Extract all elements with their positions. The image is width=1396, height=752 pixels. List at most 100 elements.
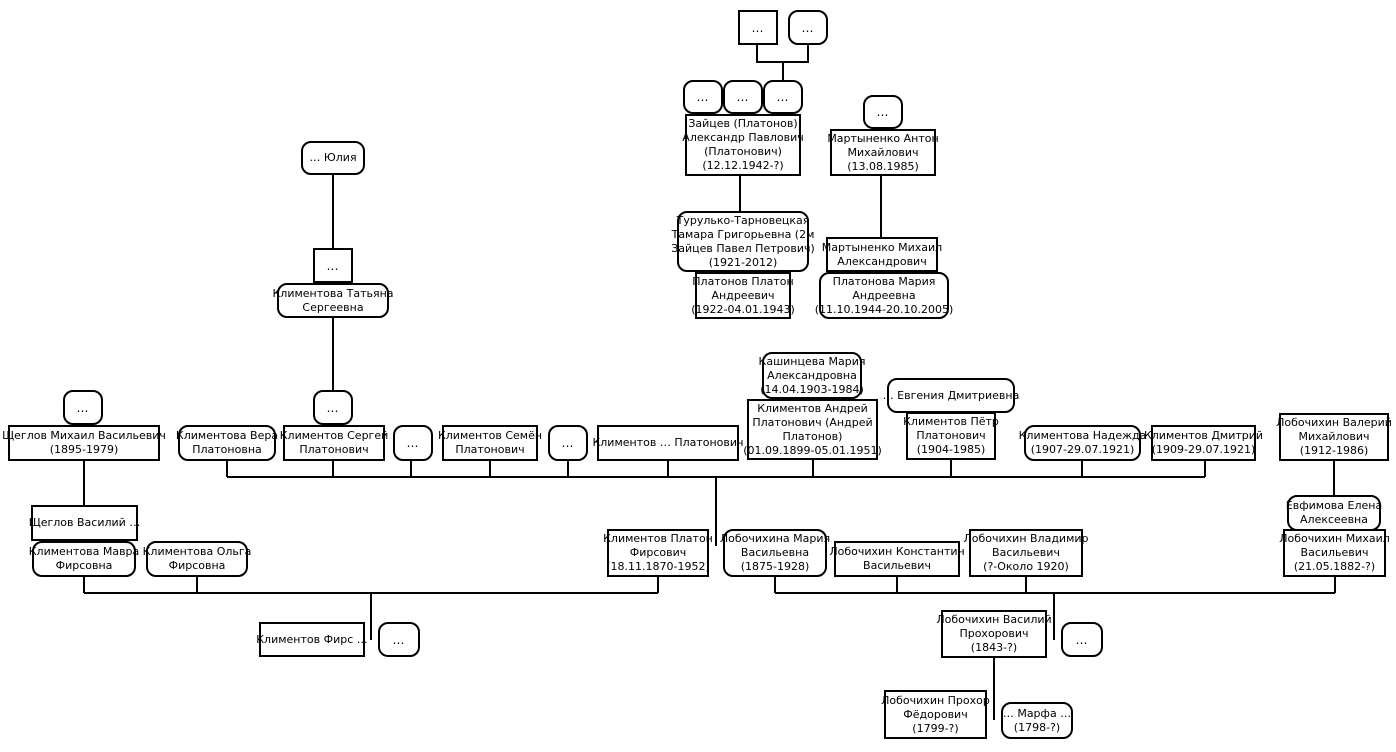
person-card-shcheglov-mikhail[interactable]: Щеглов Михаил Васильевич(1895-1979) xyxy=(2,425,166,461)
person-text-line: Платонович (Андрей xyxy=(752,415,873,429)
person-card-shcheglov-vasilii[interactable]: Щеглов Василий … xyxy=(28,505,141,541)
person-text-line: … Марфа … xyxy=(1002,706,1072,720)
expand-relative-button[interactable]: … xyxy=(1061,622,1103,657)
person-card-zaitsev[interactable]: Зайцев (Платонов)Александр Павлович(Плат… xyxy=(682,114,804,176)
person-text-line: Климентов Пётр xyxy=(903,415,999,428)
person-text-line: (1909-29.07.1921) xyxy=(1151,443,1256,456)
person-card-klimentova-nadezhda[interactable]: Климентова Надежда(1907-29.07.1921) xyxy=(1019,425,1146,461)
person-card-klimentov-firs[interactable]: Климентов Фирс … xyxy=(256,622,368,657)
expand-relative-button[interactable]: … xyxy=(548,425,588,461)
person-text-line: Лобочихина Мария xyxy=(719,532,831,545)
expand-relative-button[interactable]: … xyxy=(393,425,433,461)
person-text-line: (01.09.1899-05.01.1951) xyxy=(743,443,882,457)
expand-relative-button[interactable]: … xyxy=(763,80,803,114)
expand-relative-button[interactable]: … xyxy=(683,80,723,114)
person-text-line: Климентова Надежда xyxy=(1018,429,1147,442)
expand-relative-button[interactable]: … xyxy=(788,10,828,45)
expand-relative-button[interactable]: … xyxy=(863,95,903,129)
person-text-line: Климентова Мавра xyxy=(28,545,140,558)
person-text-line: Александровна xyxy=(767,368,857,382)
person-card-klimentov-x[interactable]: Климентов … Платонович xyxy=(592,425,744,461)
person-text-line: Тамара Григорьевна (2м xyxy=(671,227,815,241)
person-text-line: Михайлович xyxy=(1298,430,1370,443)
person-text-line: (1843-?) xyxy=(970,641,1018,654)
person-text-line: … Евгения Дмитриевна xyxy=(882,388,1020,402)
person-text-line: Климентова Ольга xyxy=(142,545,252,558)
person-text-line: Михайлович xyxy=(847,145,919,159)
person-text-line: Климентова Вера xyxy=(175,429,279,442)
person-text-line: Лобочихин Михаил xyxy=(1279,532,1390,545)
person-text-line: (13.08.1985) xyxy=(847,159,919,173)
person-text-line: Платонович xyxy=(455,443,525,456)
person-text-line: Алексеевна xyxy=(1300,513,1368,526)
person-text-line: Платонович xyxy=(916,429,986,442)
person-text-line: Мартыненко Михаил xyxy=(821,240,943,254)
person-text-line: Лобочихин Владимир xyxy=(963,532,1089,545)
person-card-yulia[interactable]: … Юлия xyxy=(301,141,365,175)
person-text-line: Климентов Дмитрий xyxy=(1143,429,1264,442)
person-text-line: Платонов) xyxy=(782,429,843,443)
person-text-line: Климентова Татьяна xyxy=(272,286,394,300)
person-text-line: Зайцев (Платонов) xyxy=(688,117,798,130)
person-text-line: Фирсовна xyxy=(55,559,113,572)
expand-relative-button[interactable]: … xyxy=(723,80,763,114)
person-text-line: (1895-1979) xyxy=(49,443,119,456)
expand-relative-button[interactable]: … xyxy=(738,10,778,45)
person-text-line: Васильевич xyxy=(1300,546,1369,559)
person-text-line: Щеглов Василий … xyxy=(28,516,141,529)
person-text-line: Прохорович xyxy=(959,627,1029,640)
person-card-evgenia[interactable]: … Евгения Дмитриевна xyxy=(883,378,1019,413)
person-text-line: Платонович xyxy=(299,443,369,456)
person-text-line: Мартыненко Антон xyxy=(827,131,939,145)
person-text-line: Фёдорович xyxy=(903,707,968,721)
expand-relative-button[interactable]: … xyxy=(378,622,420,657)
expand-relative-button[interactable]: … xyxy=(313,248,353,283)
person-card-marfa[interactable]: … Марфа …(1798-?) xyxy=(1001,702,1073,739)
person-text-line: (1904-1985) xyxy=(916,443,986,456)
person-text-line: Лобочихин Константин xyxy=(829,545,965,558)
person-text-line: Евфимова Елена xyxy=(1285,499,1383,512)
person-text-line: Турулько-Тарновецкая xyxy=(676,213,810,227)
person-card-klimentov-dmitrii[interactable]: Климентов Дмитрий(1909-29.07.1921) xyxy=(1144,425,1263,461)
expand-relative-button[interactable]: … xyxy=(63,390,103,425)
person-text-line: (1907-29.07.1921) xyxy=(1030,443,1135,456)
person-text-line: Платонов Платон xyxy=(692,274,794,288)
person-text-line: Фирсовна xyxy=(168,559,226,572)
expand-relative-button[interactable]: … xyxy=(313,390,353,425)
person-text-line: Климентов Семён xyxy=(437,429,543,442)
person-text-line: Александрович xyxy=(837,254,927,268)
person-text-line: Андреевна xyxy=(852,288,916,302)
person-text-line: Кашинцева Мария xyxy=(758,354,866,368)
person-text-line: … Юлия xyxy=(309,151,357,164)
person-text-line: (1798-?) xyxy=(1013,720,1061,734)
person-text-line: Лобочихин Прохор xyxy=(881,693,990,707)
person-text-line: (?-Около 1920) xyxy=(983,560,1069,573)
person-text-line: (1921-2012) xyxy=(708,255,778,269)
person-text-line: Александр Павлович xyxy=(682,131,804,144)
